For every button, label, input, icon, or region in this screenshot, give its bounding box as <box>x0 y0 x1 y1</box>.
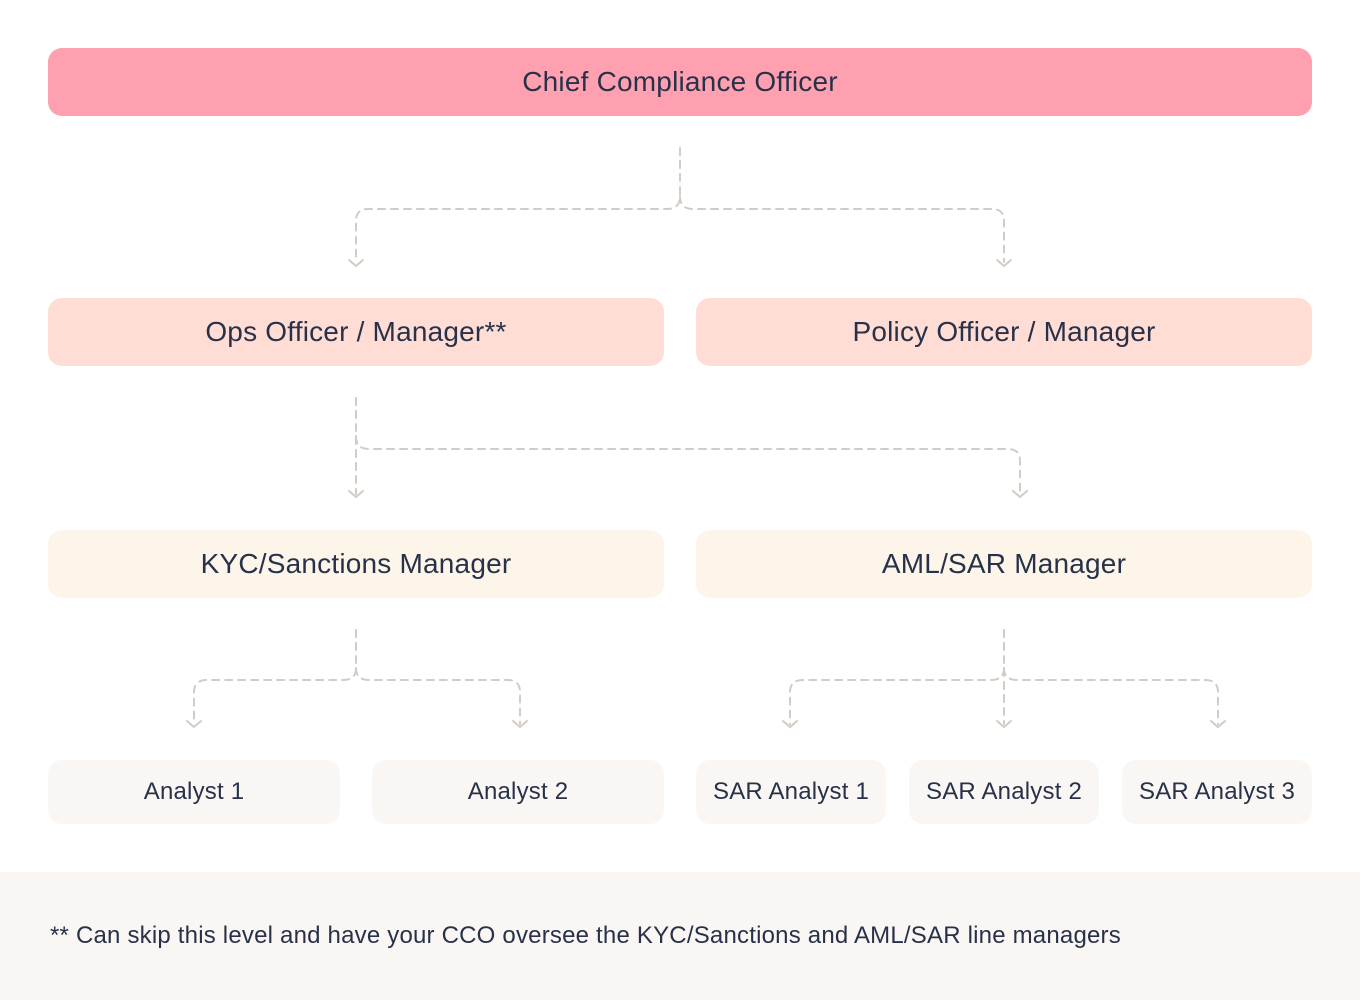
connector-aml-to-sar3 <box>1003 667 1219 725</box>
node-label: Analyst 2 <box>467 778 569 805</box>
node-analyst-1: Analyst 1 <box>48 760 340 824</box>
footnote-text: ** Can skip this level and have your CCO… <box>50 922 1121 949</box>
arrow-to-analyst1 <box>186 720 202 728</box>
arrow-to-sar1 <box>782 720 798 728</box>
node-label: Chief Compliance Officer <box>522 66 838 97</box>
node-chief-compliance-officer: Chief Compliance Officer <box>48 48 1312 116</box>
arrow-to-policy <box>996 259 1012 267</box>
node-label: AML/SAR Manager <box>881 548 1127 579</box>
node-label: SAR Analyst 3 <box>1138 778 1295 805</box>
footnote-panel: ** Can skip this level and have your CCO… <box>0 872 1360 1000</box>
node-label: KYC/Sanctions Manager <box>200 548 512 579</box>
connector-ops-to-aml <box>355 435 1021 495</box>
arrow-to-kyc <box>348 490 364 498</box>
node-kyc-sanctions-manager: KYC/Sanctions Manager <box>48 530 664 598</box>
node-ops-officer-manager: Ops Officer / Manager** <box>48 298 664 366</box>
connector-cco-to-ops <box>355 147 681 263</box>
node-sar-analyst-3: SAR Analyst 3 <box>1122 760 1312 824</box>
connector-kyc-to-analyst1 <box>193 629 357 725</box>
arrow-to-ops <box>348 259 364 267</box>
arrow-to-aml <box>1012 490 1028 498</box>
node-label: SAR Analyst 2 <box>925 778 1082 805</box>
arrow-to-sar3 <box>1210 720 1226 728</box>
node-label: Ops Officer / Manager** <box>205 316 507 347</box>
arrow-to-analyst2 <box>512 720 528 728</box>
connector-kyc-to-analyst2 <box>355 667 521 725</box>
arrow-to-sar2 <box>996 720 1012 728</box>
node-label: SAR Analyst 1 <box>712 778 869 805</box>
node-aml-sar-manager: AML/SAR Manager <box>696 530 1312 598</box>
node-label: Analyst 1 <box>143 778 245 805</box>
node-label: Policy Officer / Manager <box>852 316 1156 347</box>
connector-aml-to-sar1 <box>789 667 1005 725</box>
node-analyst-2: Analyst 2 <box>372 760 664 824</box>
node-policy-officer-manager: Policy Officer / Manager <box>696 298 1312 366</box>
node-sar-analyst-1: SAR Analyst 1 <box>696 760 886 824</box>
node-sar-analyst-2: SAR Analyst 2 <box>909 760 1099 824</box>
connector-cco-to-policy <box>679 195 1005 263</box>
